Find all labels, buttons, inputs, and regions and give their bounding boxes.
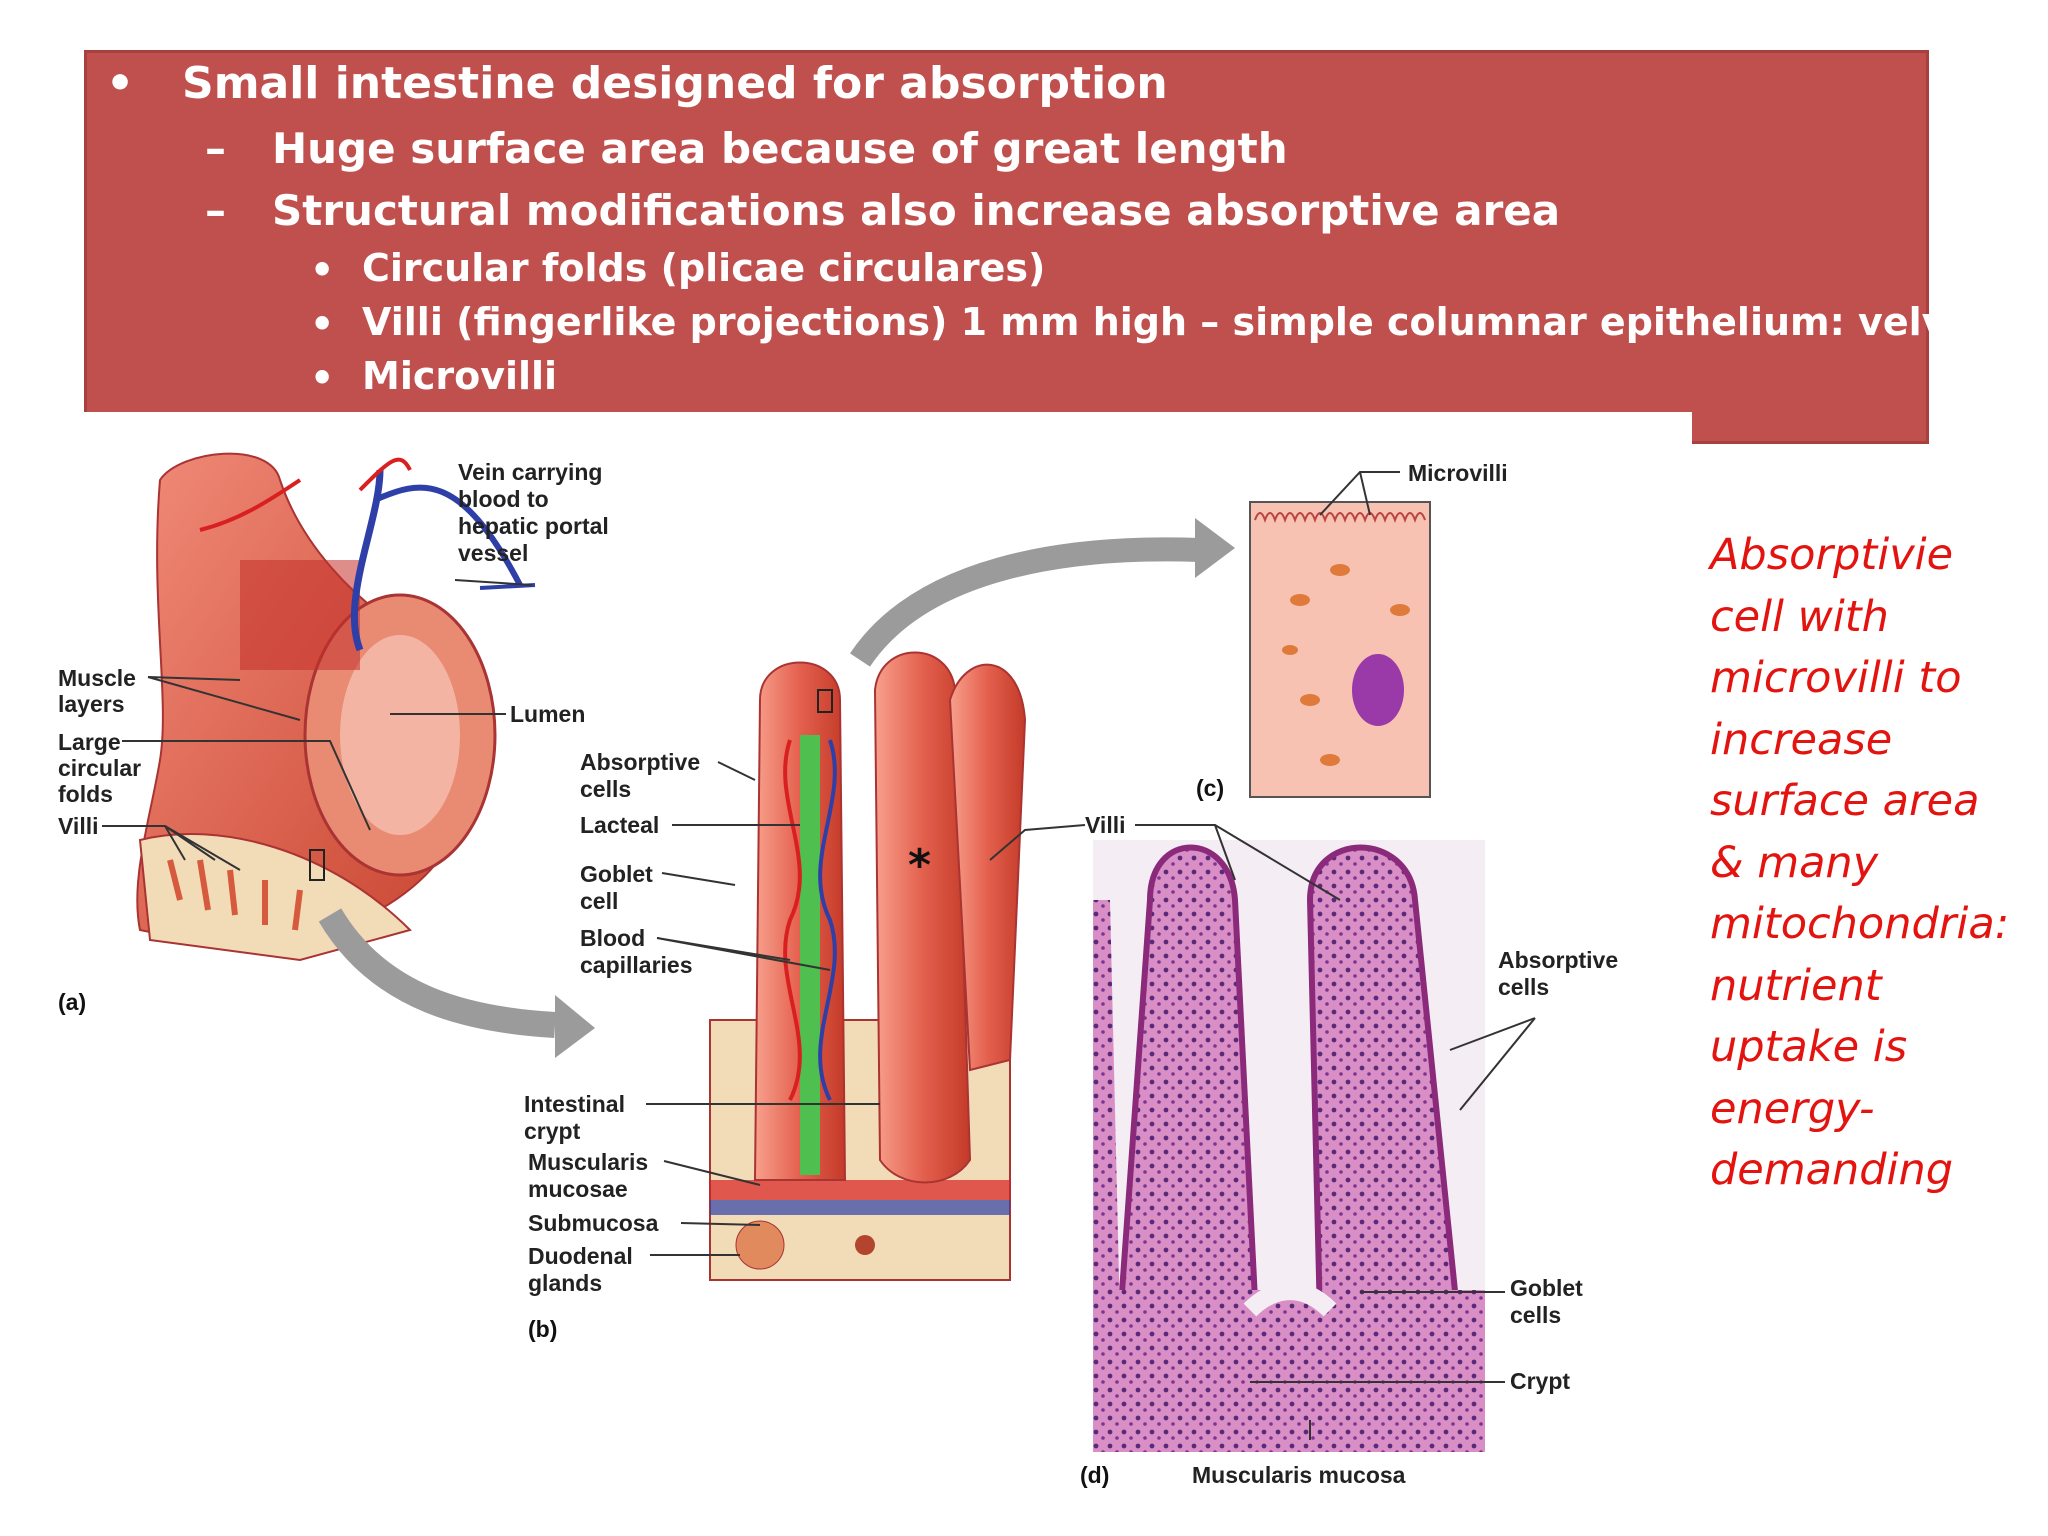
bullet-2: • — [310, 248, 335, 292]
label-crypt-d: Crypt — [1510, 1368, 1570, 1394]
leader-line — [102, 825, 241, 871]
leader-line — [717, 761, 756, 781]
label-folds-3: folds — [58, 781, 113, 807]
arrow-b-to-c-head — [1195, 518, 1235, 578]
label-folds-2: circular — [58, 755, 141, 781]
header-line-2: Huge surface area because of great lengt… — [272, 124, 1288, 173]
side-note-line: cell with — [1710, 591, 1889, 642]
label-musc-2: mucosae — [528, 1176, 628, 1202]
label-villi-b: Villi — [1085, 812, 1126, 838]
leader-line — [1449, 1017, 1536, 1111]
label-muscle-2: layers — [58, 691, 125, 717]
side-note-line: & many — [1710, 837, 1879, 888]
header-line-3: Structural modifications also increase a… — [272, 186, 1561, 235]
label-musc-1: Muscularis — [528, 1149, 648, 1175]
header-line-6: Microvilli — [362, 354, 558, 398]
panel-label-b: (b) — [528, 1316, 557, 1342]
label-goblet-d-1: Goblet — [1510, 1275, 1583, 1301]
label-lumen: Lumen — [510, 701, 585, 727]
label-absorptive-2: cells — [580, 776, 631, 802]
label-vein-4: vessel — [458, 540, 528, 566]
label-lacteal: Lacteal — [580, 812, 659, 838]
arrow-a-to-b-head — [555, 995, 595, 1058]
label-goblet-1: Goblet — [580, 861, 653, 887]
label-musc-d: Muscularis mucosa — [1192, 1462, 1406, 1488]
side-note-line: Absorptivie — [1710, 530, 1954, 580]
label-abs-d-2: cells — [1498, 974, 1549, 1000]
panel-d-micrograph — [1093, 840, 1485, 1452]
side-note-line: nutrient — [1710, 960, 1882, 1011]
bullet-4: • — [310, 356, 335, 400]
leader-line — [122, 740, 371, 831]
panel-label-d: (d) — [1080, 1462, 1109, 1488]
bullet-3: • — [310, 302, 335, 346]
side-note-line: demanding — [1710, 1145, 1954, 1195]
leader-line — [663, 1160, 761, 1186]
label-crypt-1: Intestinal — [524, 1091, 625, 1117]
panel-b-illustration — [709, 651, 1027, 1281]
label-absorptive-1: Absorptive — [580, 749, 700, 775]
label-microvilli: Microvilli — [1408, 460, 1508, 486]
panel-label-c: (c) — [1196, 775, 1224, 801]
leader-line — [680, 1222, 761, 1226]
header-notch — [84, 412, 1692, 452]
asterisk-mark: * — [908, 840, 931, 891]
side-note: Absorptivie cell with microvilli to incr… — [1710, 525, 2040, 1202]
label-duod-2: glands — [528, 1270, 602, 1296]
side-note-line: uptake is — [1710, 1022, 1908, 1072]
leader-line — [454, 579, 533, 586]
leader-line — [147, 676, 301, 721]
label-vein-2: blood to — [458, 486, 549, 512]
label-duod-1: Duodenal — [528, 1243, 633, 1269]
panel-c-illustration — [1249, 501, 1431, 798]
label-vein-1: Vein carrying — [458, 459, 602, 485]
label-abs-d-1: Absorptive — [1498, 947, 1618, 973]
header-box — [84, 50, 1929, 444]
label-vein-3: hepatic portal — [458, 513, 609, 539]
header-line-4: Circular folds (plicae circulares) — [362, 246, 1046, 290]
label-muscle-1: Muscle — [58, 665, 136, 691]
side-note-line: microvilli to — [1710, 653, 1962, 703]
leader-line — [989, 824, 1341, 901]
label-blood-2: capillaries — [580, 952, 693, 978]
arrow-b-to-c — [850, 537, 1201, 667]
label-folds-1: Large — [58, 729, 121, 755]
leader-line — [656, 937, 831, 971]
dash-2: – — [205, 186, 226, 235]
label-villi-a: Villi — [58, 813, 99, 839]
dash-1: – — [205, 124, 226, 173]
panel-label-a: (a) — [58, 989, 86, 1015]
bullet-1: • — [106, 58, 135, 109]
side-note-line: surface area — [1710, 776, 1980, 826]
leader-line — [661, 872, 736, 886]
label-submucosa: Submucosa — [528, 1210, 659, 1236]
header-line-5: Villi (fingerlike projections) 1 mm high… — [362, 300, 2016, 344]
side-note-line: energy- — [1710, 1083, 1875, 1134]
side-note-line: mitochondria: — [1710, 899, 2010, 949]
header-line-1: Small intestine designed for absorption — [182, 58, 1168, 109]
label-blood-1: Blood — [580, 925, 645, 951]
leader-line — [1319, 471, 1400, 516]
label-crypt-2: crypt — [524, 1118, 581, 1144]
arrow-a-to-b — [318, 908, 556, 1038]
side-note-line: increase — [1710, 714, 1893, 765]
label-goblet-d-2: cells — [1510, 1302, 1561, 1328]
label-goblet-2: cell — [580, 888, 618, 914]
